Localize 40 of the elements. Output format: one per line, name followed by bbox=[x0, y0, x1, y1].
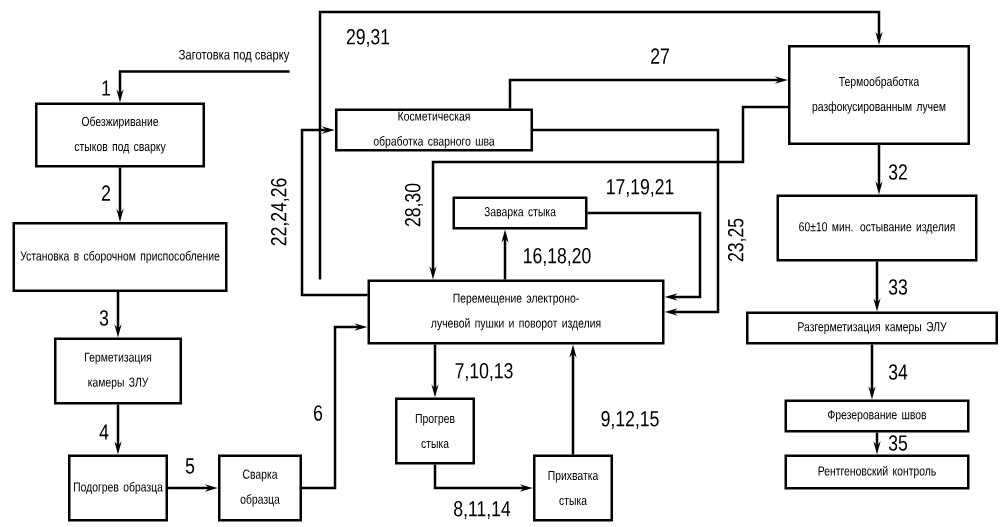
process-box: Перемещение электроно-лучевой пушки и поворот изделия bbox=[367, 279, 665, 345]
process-box: Сварка образца bbox=[218, 454, 302, 522]
edge-label: 29,31 bbox=[345, 27, 392, 49]
edge-label: 8,11,14 bbox=[452, 499, 512, 521]
edge-label: 33 bbox=[887, 278, 909, 296]
edge-label: 27 bbox=[649, 47, 671, 65]
edge-label: 35 bbox=[887, 434, 909, 452]
arrow bbox=[533, 128, 720, 316]
process-box: Установка в сборочном приспособление bbox=[12, 222, 228, 292]
process-box: Рентгеновский контроль bbox=[784, 454, 970, 490]
edge-label: 6 bbox=[312, 404, 324, 422]
process-box: 60±10 мин. остывание изделия bbox=[776, 194, 978, 262]
edge-label: 4 bbox=[98, 423, 110, 441]
edge-label: 5 bbox=[184, 457, 196, 475]
arrow bbox=[587, 211, 702, 301]
edge-label: 16,18,20 bbox=[521, 246, 593, 268]
process-box: Подогрев образца bbox=[68, 454, 168, 522]
arrow bbox=[300, 126, 368, 297]
arrow bbox=[318, 10, 883, 280]
process-box: Разгерметизация камеры ЭЛУ bbox=[746, 311, 998, 345]
edge-label: 1 bbox=[100, 79, 112, 97]
process-box: Обезжиривание стыков под сварку bbox=[35, 102, 205, 168]
process-box: Фрезерование швов bbox=[784, 399, 970, 433]
edge-label: 22,24,26 bbox=[269, 176, 291, 248]
edge-label: 3 bbox=[98, 309, 110, 327]
edge-label: 17,19,21 bbox=[604, 177, 676, 199]
process-box: Герметизация камеры ЗЛУ bbox=[54, 337, 182, 405]
edge-label: 9,12,15 bbox=[599, 409, 661, 431]
process-box: Прихватка стыка bbox=[533, 454, 613, 522]
edge-label: 2 bbox=[100, 184, 112, 202]
process-box: Термообработка разфокусированным лучем bbox=[788, 45, 970, 145]
process-box: Прогрев стыка bbox=[395, 397, 475, 465]
process-box: Косметическая обработка сварного шва bbox=[335, 108, 533, 152]
process-box: Заварка стыка bbox=[452, 196, 588, 230]
input-label: Заготовка под сварку bbox=[179, 49, 290, 63]
edge-label: 28,30 bbox=[403, 182, 425, 228]
edge-label: 34 bbox=[887, 363, 909, 381]
edge-label: 32 bbox=[887, 163, 909, 181]
edge-label: 23,25 bbox=[726, 216, 748, 263]
edge-label: 7,10,13 bbox=[453, 361, 515, 383]
